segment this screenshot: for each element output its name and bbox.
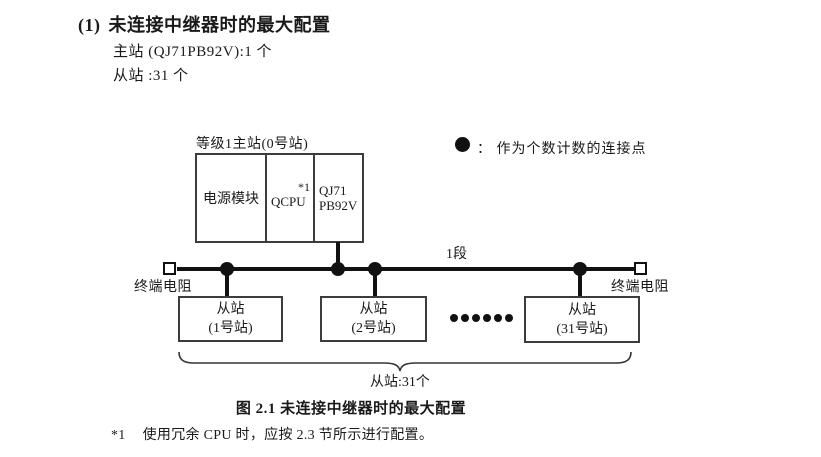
section-title: 未连接中继器时的最大配置 <box>108 15 331 35</box>
footnote-ref-marker: *1 <box>298 180 310 194</box>
bus-line <box>177 267 636 271</box>
terminator-left-label: 终端电阻 <box>134 280 192 295</box>
ellipsis-dots <box>450 314 513 322</box>
ellipsis-dot <box>494 314 502 322</box>
terminator-right-label: 终端电阻 <box>611 280 669 295</box>
slave2-label-line1: 从站 <box>359 302 388 317</box>
master-bus-connector <box>336 242 340 268</box>
ellipsis-dot <box>472 314 480 322</box>
slave-station-31-box: 从站 (31号站) <box>524 296 640 343</box>
connection-point-dot <box>331 262 345 276</box>
connection-point-icon <box>455 137 470 152</box>
pb92v-cell: QJ71 PB92V <box>313 155 362 241</box>
brace <box>178 351 632 372</box>
section-heading: (1) 未连接中继器时的最大配置 <box>78 11 331 37</box>
slave31-label-line1: 从站 <box>568 302 596 318</box>
slave31-label-line2: (31号站) <box>556 321 608 337</box>
ellipsis-dot <box>505 314 513 322</box>
master-station-box: 电源模块 *1 QCPU QJ71 PB92V <box>195 153 364 243</box>
slave1-label-line2: (1号站) <box>208 321 253 336</box>
slave1-bus-connector <box>225 269 229 297</box>
figure-caption: 图 2.1 未连接中继器时的最大配置 <box>235 401 467 417</box>
ellipsis-dot <box>461 314 469 322</box>
segment-label: 1段 <box>446 247 467 262</box>
cpu-cell: *1 QCPU <box>265 155 313 241</box>
brace-label: 从站:31个 <box>370 375 430 390</box>
ellipsis-dot <box>450 314 458 322</box>
pb92v-label-line1: QJ71 <box>319 183 347 198</box>
slave31-bus-connector <box>578 269 582 297</box>
legend-text: ： 作为个数计数的连接点 <box>477 142 647 157</box>
slave2-bus-connector <box>373 269 377 297</box>
master-station-label: 等级1主站(0号站) <box>196 137 309 152</box>
slave-station-1-box: 从站 (1号站) <box>178 296 283 342</box>
ellipsis-dot <box>483 314 491 322</box>
footnote-text: 使用冗余 CPU 时，应按 2.3 节所示进行配置。 <box>142 428 434 443</box>
terminator-right-icon <box>634 262 647 275</box>
power-module-label: 电源模块 <box>203 192 259 207</box>
slave1-label-line1: 从站 <box>216 302 245 317</box>
footnote: *1 使用冗余 CPU 时，应按 2.3 节所示进行配置。 <box>111 424 433 444</box>
pb92v-label-line2: PB92V <box>319 198 358 213</box>
slave-station-2-box: 从站 (2号站) <box>320 296 427 342</box>
section-number: (1) <box>78 15 101 35</box>
slave-count-line: 从站 :31 个 <box>113 68 189 84</box>
power-module-cell: 电源模块 <box>197 155 265 241</box>
footnote-marker: *1 <box>111 428 126 443</box>
cpu-label: QCPU <box>271 194 306 209</box>
slave2-label-line2: (2号站) <box>351 321 396 336</box>
terminator-left-icon <box>163 262 176 275</box>
master-count-line: 主站 (QJ71PB92V):1 个 <box>113 44 273 60</box>
